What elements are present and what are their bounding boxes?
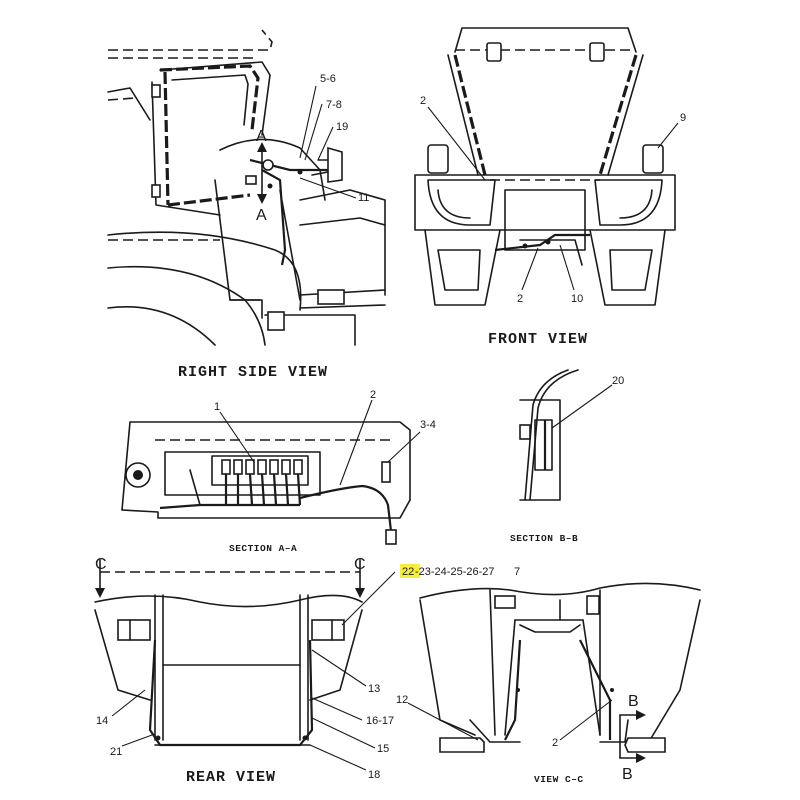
view-c-marker-right: C — [354, 556, 366, 573]
label-10: 10 — [571, 293, 583, 305]
front-view-title: FRONT VIEW — [488, 331, 588, 348]
label-7-8: 7-8 — [326, 99, 342, 111]
callout-23-27: -23-24-25-26-27 — [415, 566, 495, 578]
label-18: 18 — [368, 769, 380, 781]
label-2-view-c: 2 — [552, 737, 558, 749]
section-aa-title: SECTION A–A — [229, 543, 297, 554]
label-21: 21 — [110, 746, 122, 758]
label-19: 19 — [336, 121, 348, 133]
label-11: 11 — [358, 192, 369, 204]
label-1: 1 — [214, 401, 220, 413]
front-view: 2 9 2 10 FRONT VIEW — [414, 27, 686, 348]
callout-tail: 7 — [514, 566, 520, 578]
label-5-6: 5-6 — [320, 73, 336, 85]
label-2-sec-a: 2 — [370, 389, 376, 401]
label-2-top: 2 — [420, 95, 426, 107]
label-20: 20 — [612, 375, 624, 387]
right-side-view: 5-6 7-8 19 11 A A RIGHT SIDE VIEW — [107, 29, 386, 381]
label-15: 15 — [377, 743, 389, 755]
label-13: 13 — [368, 683, 380, 695]
rear-view: C C 13 14 16-17 21 15 18 REAR VIEW — [94, 556, 396, 786]
right-side-view-title: RIGHT SIDE VIEW — [178, 364, 328, 381]
rear-view-title: REAR VIEW — [186, 769, 276, 786]
label-12: 12 — [396, 694, 408, 706]
section-aa: 1 2 3-4 SECTION A–A — [121, 389, 436, 554]
label-3-4: 3-4 — [420, 419, 436, 431]
callout-22: 22 — [402, 566, 414, 578]
view-cc: B B 12 2 VIEW C–C — [396, 582, 701, 785]
section-bb-title: SECTION B–B — [510, 533, 578, 544]
label-16-17: 16-17 — [366, 715, 394, 727]
label-14: 14 — [96, 715, 108, 727]
section-b-marker-top: B — [628, 693, 639, 710]
section-b-marker-bottom: B — [622, 766, 633, 783]
section-bb: 20 SECTION B–B — [510, 369, 624, 544]
section-a-marker-top: A — [256, 128, 267, 145]
label-9: 9 — [680, 112, 686, 124]
part-number-callout: 22 -23-24-25-26-27 7 — [400, 564, 520, 578]
highlight-22 — [400, 564, 420, 578]
section-a-marker-bottom: A — [256, 207, 267, 224]
label-2-bottom: 2 — [517, 293, 523, 305]
view-cc-title: VIEW C–C — [534, 774, 584, 785]
view-c-marker-left: C — [95, 556, 107, 573]
